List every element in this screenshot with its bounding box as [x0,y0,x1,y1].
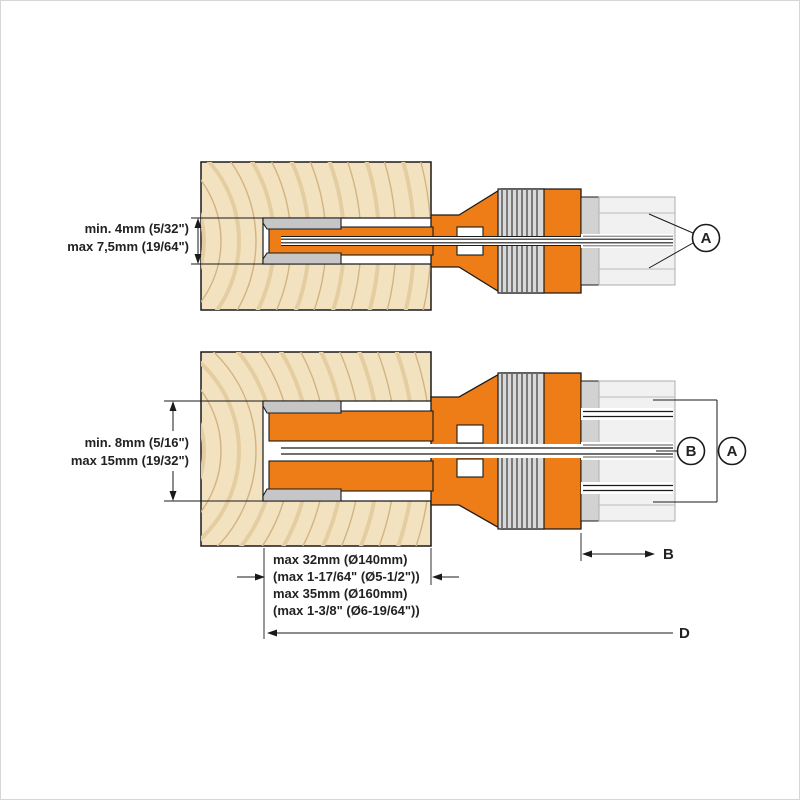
cutting-tip-bottom-upper [262,400,342,414]
cut-width-line4: (max 1-3/8" (Ø6-19/64")) [273,603,420,618]
cut-width-line1: max 32mm (Ø140mm) [273,552,407,567]
cutter-head-top [262,188,582,294]
dim-b-label: B [663,546,674,563]
cutting-tip-bottom-lower [262,488,342,502]
spacer-block-bottom-upper [456,424,484,444]
top-view: min. 4mm (5/32") max 7,5mm (19/64") A [67,161,721,311]
dim-b: B [580,533,674,563]
threaded-rod-bottom [281,408,673,494]
bottom-view: min. 8mm (5/16") max 15mm (19/32") B A [71,351,747,547]
dim-groove-top: min. 4mm (5/32") max 7,5mm (19/64") [67,217,263,265]
dim-groove-bottom: min. 8mm (5/16") max 15mm (19/32") [71,400,263,502]
callout-b-letter: B [686,443,697,460]
callouts-bottom: B A [653,399,747,503]
callout-a-top-letter: A [701,230,712,247]
cut-width-line2: (max 1-17/64" (Ø5-1/2")) [273,569,420,584]
threaded-rod-top [281,234,673,248]
dim-d: D [267,625,690,642]
cutter-arbor-bottom-upper [268,410,434,442]
bottom-min-label: min. 8mm (5/16") [85,435,189,450]
cutter-arbor-bottom-lower [268,460,434,492]
cut-width-line3: max 35mm (Ø160mm) [273,586,407,601]
cutting-tip-top-upper [262,217,342,230]
dim-d-label: D [679,625,690,642]
cutting-tip-top-lower [262,252,342,265]
callout-a-bottom-letter: A [727,443,738,460]
bottom-max-label: max 15mm (19/32") [71,453,189,468]
dim-cut-width: max 32mm (Ø140mm) (max 1-17/64" (Ø5-1/2"… [237,548,459,639]
top-min-label: min. 4mm (5/32") [85,221,189,236]
callout-a-top: A [648,213,721,269]
spacer-block-bottom-lower [456,458,484,478]
top-max-label: max 7,5mm (19/64") [67,239,189,254]
